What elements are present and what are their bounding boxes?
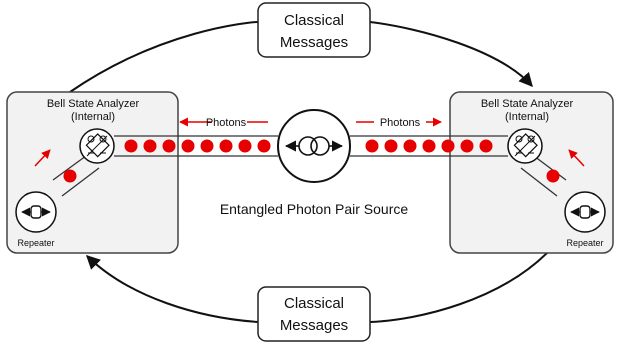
right-photon-train xyxy=(365,139,493,153)
source-label: Entangled Photon Pair Source xyxy=(220,201,409,217)
top-classical-arc-right xyxy=(369,21,533,88)
left-repeater-icon xyxy=(15,191,57,233)
left-analyzer-title-line2: (Internal) xyxy=(71,111,115,123)
left-photons-label: Photons xyxy=(206,117,247,129)
bottom-box-line2: Messages xyxy=(280,317,348,334)
entangled-source-icon xyxy=(277,109,351,183)
right-repeater-label: Repeater xyxy=(566,238,603,248)
photon xyxy=(219,139,233,153)
photon xyxy=(143,139,157,153)
bottom-box-line1: Classical xyxy=(284,295,344,312)
photon xyxy=(365,139,379,153)
left-analyzer-title-line1: Bell State Analyzer xyxy=(47,98,140,110)
bottom-classical-arc-left xyxy=(85,255,259,323)
bottom-classical-messages-box: Classical Messages xyxy=(257,286,371,342)
left-diagonal-photon xyxy=(63,169,77,183)
photon xyxy=(441,139,455,153)
photon xyxy=(200,139,214,153)
photon xyxy=(257,139,271,153)
top-box-line1: Classical xyxy=(284,12,344,29)
top-classical-arc xyxy=(69,21,259,93)
left-bell-state-analyzer-icon xyxy=(79,128,115,164)
right-analyzer-title-line2: (Internal) xyxy=(505,111,549,123)
photon xyxy=(479,139,493,153)
photon xyxy=(422,139,436,153)
right-fiber-channel xyxy=(350,135,508,157)
left-photon-train xyxy=(124,139,271,153)
right-analyzer-title-line1: Bell State Analyzer xyxy=(481,98,574,110)
right-photons-label-group: Photons xyxy=(356,117,442,129)
top-classical-messages-box: Classical Messages xyxy=(257,2,371,58)
bottom-classical-arc xyxy=(369,251,549,323)
right-repeater-icon xyxy=(564,191,606,233)
top-box-line2: Messages xyxy=(280,34,348,51)
left-photons-label-group: Photons xyxy=(179,117,268,129)
left-repeater-label: Repeater xyxy=(17,238,54,248)
right-photons-label: Photons xyxy=(380,117,421,129)
photon xyxy=(460,139,474,153)
photon xyxy=(181,139,195,153)
left-fiber-channel xyxy=(114,135,278,157)
right-diagonal-red-arrow xyxy=(568,149,585,167)
right-bell-state-analyzer-icon xyxy=(507,128,543,164)
right-diagonal-photon xyxy=(546,169,560,183)
photon xyxy=(124,139,138,153)
photon xyxy=(162,139,176,153)
photon xyxy=(384,139,398,153)
photon xyxy=(403,139,417,153)
left-diagonal-red-arrow xyxy=(34,149,51,167)
photon xyxy=(238,139,252,153)
